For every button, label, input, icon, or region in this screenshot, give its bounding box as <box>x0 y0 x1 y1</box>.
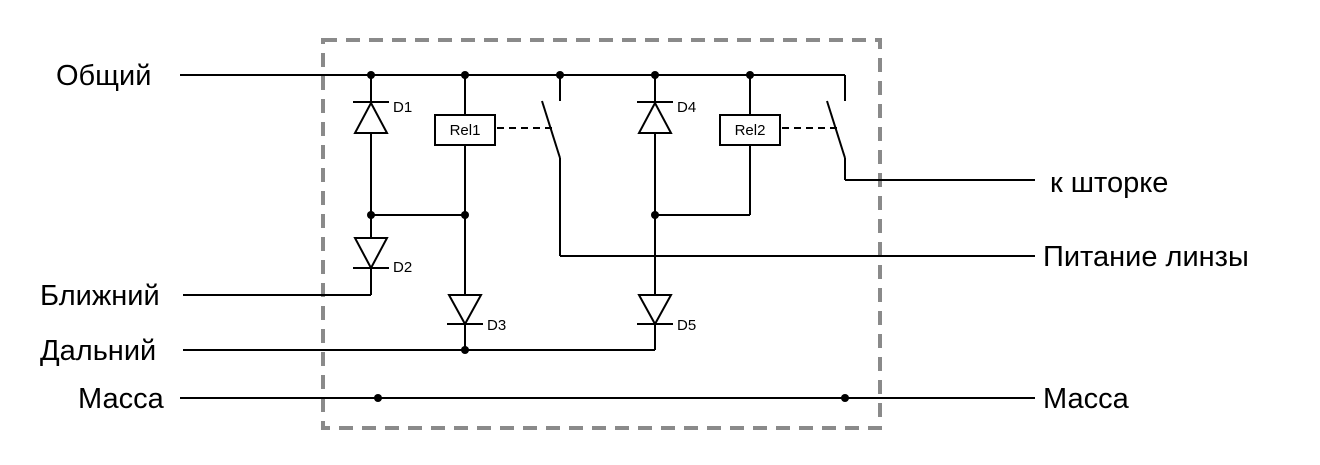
junction-dot <box>841 394 849 402</box>
junction-dot <box>461 211 469 219</box>
junction-dot <box>651 211 659 219</box>
junction-dot <box>374 394 382 402</box>
relay-rel2-box <box>719 114 781 146</box>
diode-d2 <box>353 237 389 271</box>
junction-dot <box>461 71 469 79</box>
diode-d5 <box>637 294 673 327</box>
terminal-shutter: к шторке <box>1050 167 1168 199</box>
label-d1: D1 <box>393 99 412 116</box>
label-d4: D4 <box>677 99 696 116</box>
label-d5: D5 <box>677 317 696 334</box>
relay-rel1-box <box>434 114 496 146</box>
terminal-ground-left: Масса <box>78 383 165 415</box>
diode-d1 <box>353 100 389 134</box>
junction-dot <box>461 346 469 354</box>
diode-d3 <box>447 294 483 327</box>
switch2-blade <box>826 100 846 159</box>
label-d2: D2 <box>393 259 412 276</box>
label-d3: D3 <box>487 317 506 334</box>
switch1-blade <box>541 100 561 159</box>
junction-dot <box>746 71 754 79</box>
label-rel2: Rel2 <box>735 122 766 139</box>
label-rel1: Rel1 <box>450 122 481 139</box>
junction-dot <box>556 71 564 79</box>
terminal-lens-power: Питание линзы <box>1043 241 1249 273</box>
junction-dots <box>367 71 849 402</box>
junction-dot <box>367 211 375 219</box>
terminal-ground-right: Масса <box>1043 383 1130 415</box>
terminal-far: Дальний <box>40 335 156 367</box>
junction-dot <box>651 71 659 79</box>
module-boundary <box>321 38 882 430</box>
junction-dot <box>367 71 375 79</box>
diode-d4 <box>637 100 673 134</box>
terminal-common: Общий <box>56 60 151 92</box>
terminal-near: Ближний <box>40 280 160 312</box>
